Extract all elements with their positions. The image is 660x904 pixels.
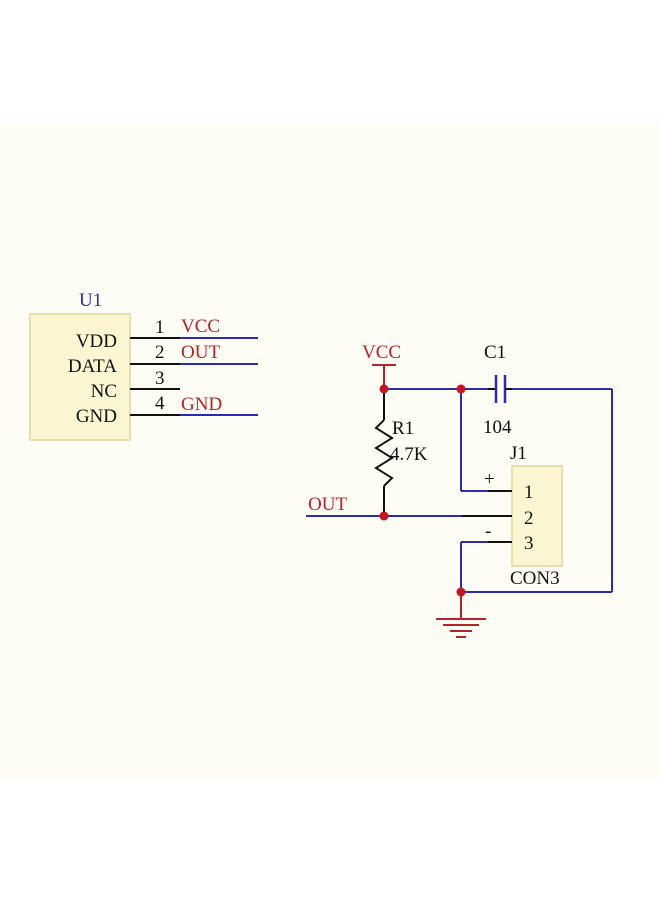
c1-designator: C1 [484, 342, 506, 363]
r1-component: R1 4.7K [374, 389, 428, 516]
junction-vcc [379, 384, 389, 394]
r1-zigzag [374, 419, 394, 487]
j1-pin-number-2: 2 [524, 508, 534, 529]
j1-pin-number-1: 1 [524, 482, 534, 503]
junction-gnd [456, 587, 466, 597]
sensor-circuit: VCC C1 104 R1 4.7K OUT [306, 342, 613, 638]
vcc-port-label: VCC [362, 342, 401, 363]
junction-c1 [456, 384, 466, 394]
u1-pin-number-3: 3 [155, 368, 165, 389]
c1-component: C1 104 [483, 342, 512, 438]
j1-plus-sign: + [484, 469, 495, 490]
j1-value: CON3 [510, 568, 560, 589]
c1-value: 104 [483, 417, 512, 438]
u1-net-label-out: OUT [181, 342, 220, 363]
u1-net-label-gnd: GND [181, 394, 222, 415]
u1-pin-name-gnd: GND [76, 406, 117, 427]
u1-body [29, 313, 131, 441]
u1-pin-name-vdd: VDD [76, 331, 117, 352]
j1-body [511, 465, 563, 567]
u1-pin-name-data: DATA [68, 356, 117, 377]
r1-designator: R1 [392, 418, 414, 439]
u1-pin-number-1: 1 [155, 317, 165, 338]
u1-component: U1 VDD DATA NC GND 1 2 3 4 VCC OUT GND [29, 290, 258, 441]
junction-out [379, 511, 389, 521]
u1-pin-number-4: 4 [155, 393, 165, 414]
u1-designator: U1 [79, 290, 102, 311]
out-net-label: OUT [308, 494, 347, 515]
u1-net-label-vcc: VCC [181, 316, 220, 337]
r1-value: 4.7K [390, 444, 428, 465]
schematic-sheet [0, 122, 660, 780]
j1-minus-sign: - [485, 521, 491, 542]
j1-designator: J1 [510, 443, 527, 464]
u1-pin-number-2: 2 [155, 342, 165, 363]
u1-pin-name-nc: NC [91, 381, 117, 402]
j1-pin-number-3: 3 [524, 533, 534, 554]
j1-component: 1 2 3 J1 CON3 + - [462, 443, 563, 589]
